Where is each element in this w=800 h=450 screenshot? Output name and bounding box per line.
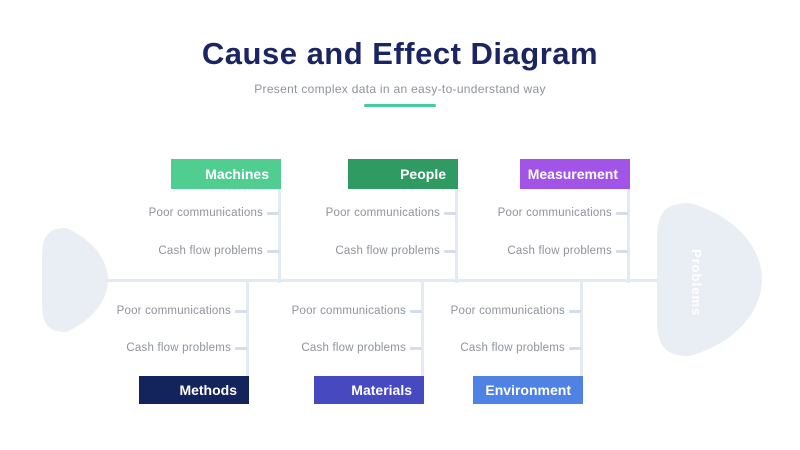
- branch-machines: Machines Poor communications Cash flow p…: [111, 159, 281, 283]
- cause-label: Poor communications: [291, 305, 406, 317]
- branch-line: [580, 281, 583, 376]
- branch-methods: Poor communications Cash flow problems M…: [79, 281, 249, 404]
- category-box-machines: Machines: [171, 159, 281, 189]
- page-title: Cause and Effect Diagram: [201, 36, 599, 71]
- cause-tick: [267, 212, 279, 215]
- cause-tick: [444, 212, 456, 215]
- cause-label: Cash flow problems: [301, 342, 406, 354]
- branch-line: [421, 281, 424, 376]
- cause-tick: [569, 310, 581, 313]
- category-box-methods: Methods: [139, 376, 249, 404]
- category-box-measurement: Measurement: [520, 159, 630, 189]
- fishbone-spine: [106, 279, 660, 282]
- cause-label: Poor communications: [116, 305, 231, 317]
- cause-label: Poor communications: [325, 207, 440, 219]
- page-subtitle: Present complex data in an easy-to-under…: [254, 82, 546, 96]
- effect-label: Problems: [689, 249, 704, 317]
- branch-line: [278, 189, 281, 283]
- cause-tick: [410, 310, 422, 313]
- cause-label: Cash flow problems: [460, 342, 565, 354]
- fish-head-shape: [657, 203, 762, 356]
- branch-people: People Poor communications Cash flow pro…: [288, 159, 458, 283]
- category-box-materials: Materials: [314, 376, 424, 404]
- category-box-environment: Environment: [473, 376, 583, 404]
- category-box-people: People: [348, 159, 458, 189]
- cause-tick: [267, 250, 279, 253]
- accent-underline: [364, 104, 436, 107]
- cause-label: Poor communications: [450, 305, 565, 317]
- fish-tail-path: [42, 228, 108, 332]
- cause-label: Cash flow problems: [335, 245, 440, 257]
- cause-label: Cash flow problems: [507, 245, 612, 257]
- branch-line: [455, 189, 458, 283]
- fish-head-path: [657, 203, 762, 356]
- branch-environment: Poor communications Cash flow problems E…: [413, 281, 583, 404]
- cause-tick: [444, 250, 456, 253]
- cause-tick: [235, 310, 247, 313]
- cause-label: Cash flow problems: [158, 245, 263, 257]
- cause-tick: [235, 347, 247, 350]
- cause-label: Poor communications: [497, 207, 612, 219]
- cause-label: Poor communications: [148, 207, 263, 219]
- cause-tick: [616, 212, 628, 215]
- branch-line: [627, 189, 630, 283]
- branch-line: [246, 281, 249, 376]
- fish-tail-shape: [42, 228, 108, 332]
- branch-measurement: Measurement Poor communications Cash flo…: [460, 159, 630, 283]
- branch-materials: Poor communications Cash flow problems M…: [254, 281, 424, 404]
- cause-tick: [616, 250, 628, 253]
- cause-tick: [410, 347, 422, 350]
- cause-label: Cash flow problems: [126, 342, 231, 354]
- cause-tick: [569, 347, 581, 350]
